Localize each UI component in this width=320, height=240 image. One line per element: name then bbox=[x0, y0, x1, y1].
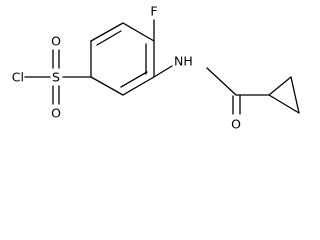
carbonyl-oxygen-label: O bbox=[231, 117, 241, 132]
benzene-ring bbox=[90, 22, 155, 96]
nh-group-label: NH bbox=[174, 54, 193, 69]
sulfonyl-oxygen-top-label: O bbox=[51, 34, 61, 49]
cyclopropyl-bond-2 bbox=[290, 76, 300, 114]
cyclopropyl-bond-1 bbox=[268, 76, 292, 96]
sulfur-atom-label: S bbox=[52, 70, 60, 85]
bond-ring-to-n bbox=[153, 65, 173, 78]
structure-diagram: Cl S O O F NH O bbox=[12, 4, 300, 132]
cyclopropyl-bond-3 bbox=[268, 94, 300, 114]
ring-bond-bottom-right bbox=[122, 76, 155, 96]
bond-n-to-carbonyl-carbon bbox=[206, 67, 237, 96]
cyclopropyl-ring bbox=[268, 76, 300, 114]
ring-bond-bottom-left bbox=[90, 76, 124, 96]
fluoro-substituent: F bbox=[150, 4, 158, 42]
ring-bond-top-left bbox=[90, 22, 124, 42]
ring-bond-inner-top-left bbox=[96, 30, 122, 46]
cyclopropanecarboxamide-group: NH O bbox=[153, 54, 300, 132]
fluorine-atom-label: F bbox=[150, 4, 157, 19]
sulfonyl-oxygen-bottom-label: O bbox=[51, 106, 61, 121]
ring-bond-top-right bbox=[122, 22, 155, 42]
ring-bond-inner-bottom-right bbox=[120, 71, 148, 88]
chlorine-atom-label: Cl bbox=[12, 70, 24, 85]
sulfonyl-chloride-group: Cl S O O bbox=[12, 34, 92, 121]
